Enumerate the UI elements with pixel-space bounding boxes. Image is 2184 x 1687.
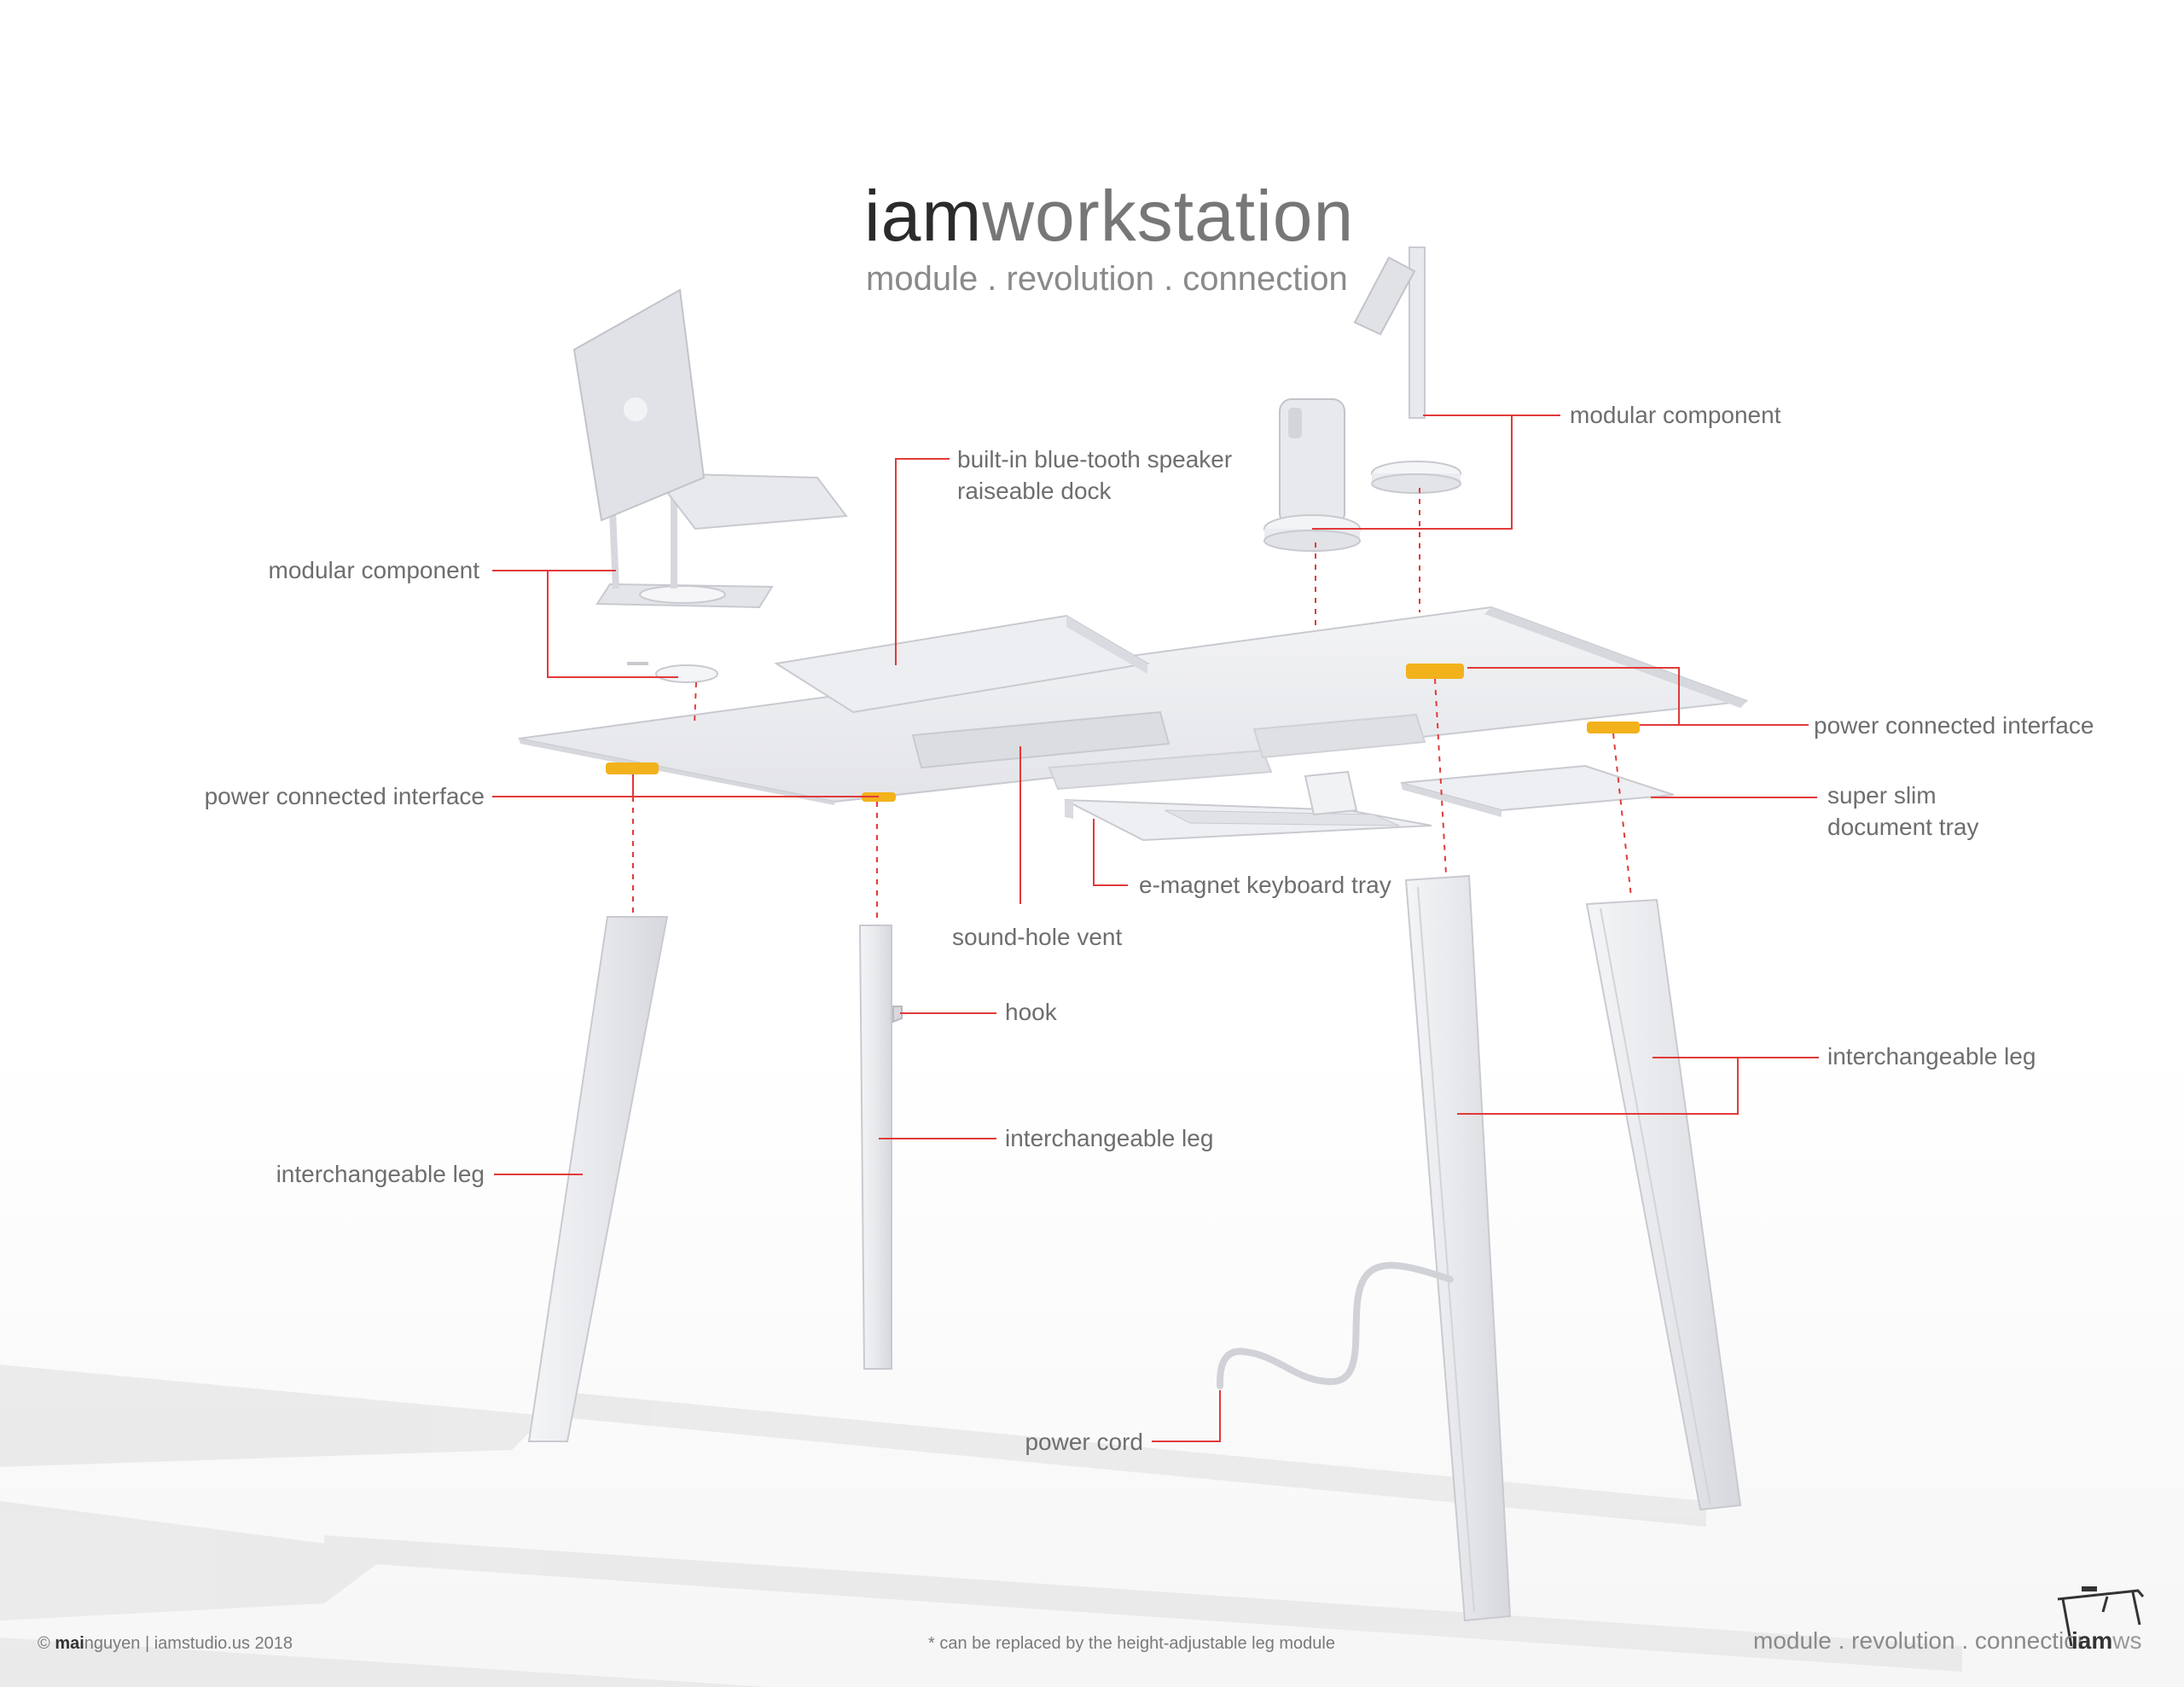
label-power-interface-right: power connected interface (1814, 712, 2094, 739)
label-leg-center: interchangeable leg (1005, 1125, 1214, 1151)
document-tray-shape (1400, 764, 1675, 817)
label-power-cord: power cord (1025, 1429, 1143, 1455)
desk-leg-back-right (1585, 898, 1742, 1511)
lamp-module-shape (1353, 246, 1461, 494)
desk-leg-back-left (858, 925, 903, 1370)
logo-rest: ws (2112, 1627, 2142, 1654)
footer-tagline: module . revolution . connection (1753, 1627, 2091, 1654)
label-leg-left: interchangeable leg (276, 1161, 485, 1187)
power-cord-shape (1217, 1261, 1454, 1389)
desk-top (518, 606, 1748, 805)
copyright-symbol: © (38, 1634, 50, 1653)
label-keyboard-tray: e-magnet keyboard tray (1139, 872, 1391, 898)
label-speaker: built-in blue-tooth speaker raiseable do… (957, 443, 1232, 507)
label-modular-component-left: modular component (268, 557, 479, 583)
floor-shadows (0, 1365, 1962, 1687)
desk-leg-front-left (527, 916, 669, 1442)
leader-lines (492, 415, 1819, 1442)
label-leg-right: interchangeable leg (1827, 1043, 2036, 1070)
iamws-logo-mark (2057, 1586, 2145, 1647)
hook-shape (892, 1006, 903, 1023)
keyboard-tray-shape (1064, 770, 1432, 842)
laptop-module-shape (572, 288, 848, 683)
desk-leg-front-right (1404, 874, 1512, 1622)
title-strong: iam (864, 176, 983, 256)
label-document-tray: super slim document tray (1827, 780, 1978, 843)
logo-strong: iam (2071, 1627, 2113, 1654)
label-hook: hook (1005, 999, 1057, 1025)
label-sound-vent: sound-hole vent (952, 924, 1123, 950)
credit-rest: nguyen | iamstudio.us 2018 (84, 1634, 293, 1653)
label-speaker-line1: built-in blue-tooth speaker (957, 446, 1233, 472)
credit-strong: mai (55, 1634, 84, 1653)
footer-note: * can be replaced by the height-adjustab… (928, 1634, 1335, 1653)
footer-credit: © mainguyen | iamstudio.us 2018 (38, 1634, 293, 1654)
speaker-dock-shape (774, 614, 1150, 714)
title-rest: workstation (982, 176, 1355, 256)
page-subtitle: module . revolution . connection (866, 260, 1348, 298)
page-title: iamworkstation (864, 175, 1354, 258)
label-modular-component-right: modular component (1570, 402, 1781, 428)
label-document-tray-line1: super slim (1827, 782, 1937, 809)
label-speaker-line2: raiseable dock (957, 478, 1112, 504)
footer-logo: iamws (2071, 1627, 2141, 1655)
label-power-interface-left: power connected interface (204, 783, 485, 809)
label-document-tray-line2: document tray (1827, 814, 1979, 840)
phone-module-shape (1263, 398, 1361, 552)
